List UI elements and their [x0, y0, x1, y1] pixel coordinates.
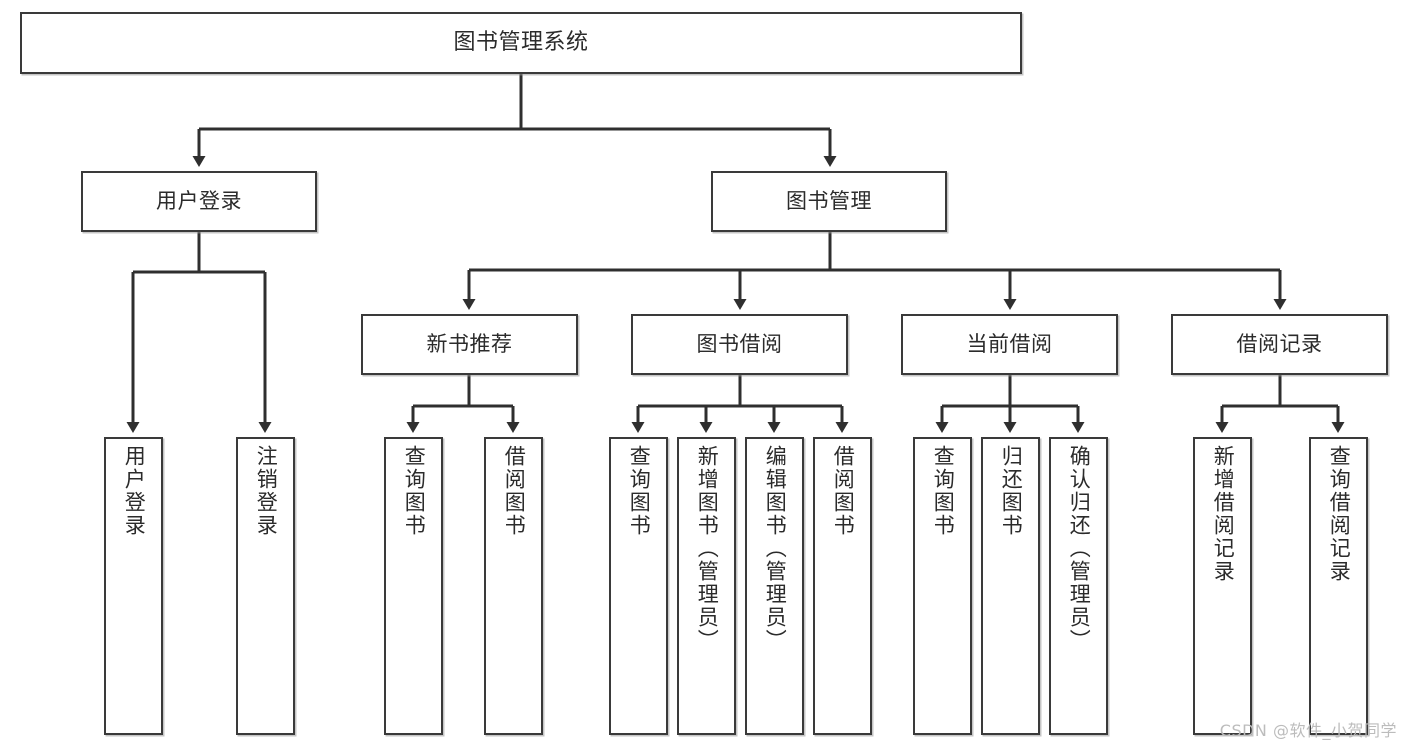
node-leaf-user-login[interactable]: 用户登录	[104, 437, 163, 735]
node-leaf-borrow-book-2[interactable]: 借阅图书	[813, 437, 872, 735]
node-leaf-return-book[interactable]: 归还图书	[981, 437, 1040, 735]
node-leaf-query-record-label: 查询借阅记录	[1327, 445, 1352, 583]
node-book-borrow-label: 图书借阅	[696, 332, 783, 356]
node-leaf-edit-book-label: 编辑图书（管理员）	[763, 445, 788, 652]
node-root-system-label: 图书管理系统	[453, 30, 589, 55]
node-book-manage[interactable]: 图书管理	[711, 171, 947, 232]
node-leaf-query-book-2[interactable]: 查询图书	[609, 437, 668, 735]
node-leaf-query-book-1[interactable]: 查询图书	[384, 437, 443, 735]
node-leaf-edit-book[interactable]: 编辑图书（管理员）	[745, 437, 804, 735]
node-leaf-borrow-book-1-label: 借阅图书	[502, 445, 527, 537]
node-leaf-confirm-return-label: 确认归还（管理员）	[1067, 445, 1092, 652]
node-book-borrow[interactable]: 图书借阅	[631, 314, 848, 375]
node-leaf-confirm-return[interactable]: 确认归还（管理员）	[1049, 437, 1108, 735]
node-current-borrow-label: 当前借阅	[966, 332, 1053, 356]
node-borrow-record-label: 借阅记录	[1236, 332, 1323, 356]
node-current-borrow[interactable]: 当前借阅	[901, 314, 1118, 375]
node-leaf-query-record[interactable]: 查询借阅记录	[1309, 437, 1368, 735]
node-leaf-add-book-label: 新增图书（管理员）	[695, 445, 720, 652]
node-user-login-label: 用户登录	[156, 189, 242, 213]
node-leaf-add-record-label: 新增借阅记录	[1211, 445, 1236, 583]
node-leaf-user-logout-label: 注销登录	[254, 445, 279, 537]
node-borrow-record[interactable]: 借阅记录	[1171, 314, 1388, 375]
node-leaf-query-book-3[interactable]: 查询图书	[913, 437, 972, 735]
node-leaf-query-book-1-label: 查询图书	[402, 445, 427, 537]
node-leaf-query-book-2-label: 查询图书	[627, 445, 652, 537]
node-leaf-user-logout[interactable]: 注销登录	[236, 437, 295, 735]
node-root-system[interactable]: 图书管理系统	[20, 12, 1022, 74]
node-new-book-recommend-label: 新书推荐	[426, 332, 513, 356]
node-leaf-borrow-book-1[interactable]: 借阅图书	[484, 437, 543, 735]
node-leaf-return-book-label: 归还图书	[999, 445, 1024, 537]
node-leaf-query-book-3-label: 查询图书	[931, 445, 956, 537]
node-leaf-add-record[interactable]: 新增借阅记录	[1193, 437, 1252, 735]
node-leaf-add-book[interactable]: 新增图书（管理员）	[677, 437, 736, 735]
node-book-manage-label: 图书管理	[786, 189, 872, 213]
node-new-book-recommend[interactable]: 新书推荐	[361, 314, 578, 375]
node-user-login[interactable]: 用户登录	[81, 171, 317, 232]
node-leaf-user-login-label: 用户登录	[122, 445, 147, 537]
node-leaf-borrow-book-2-label: 借阅图书	[831, 445, 856, 537]
